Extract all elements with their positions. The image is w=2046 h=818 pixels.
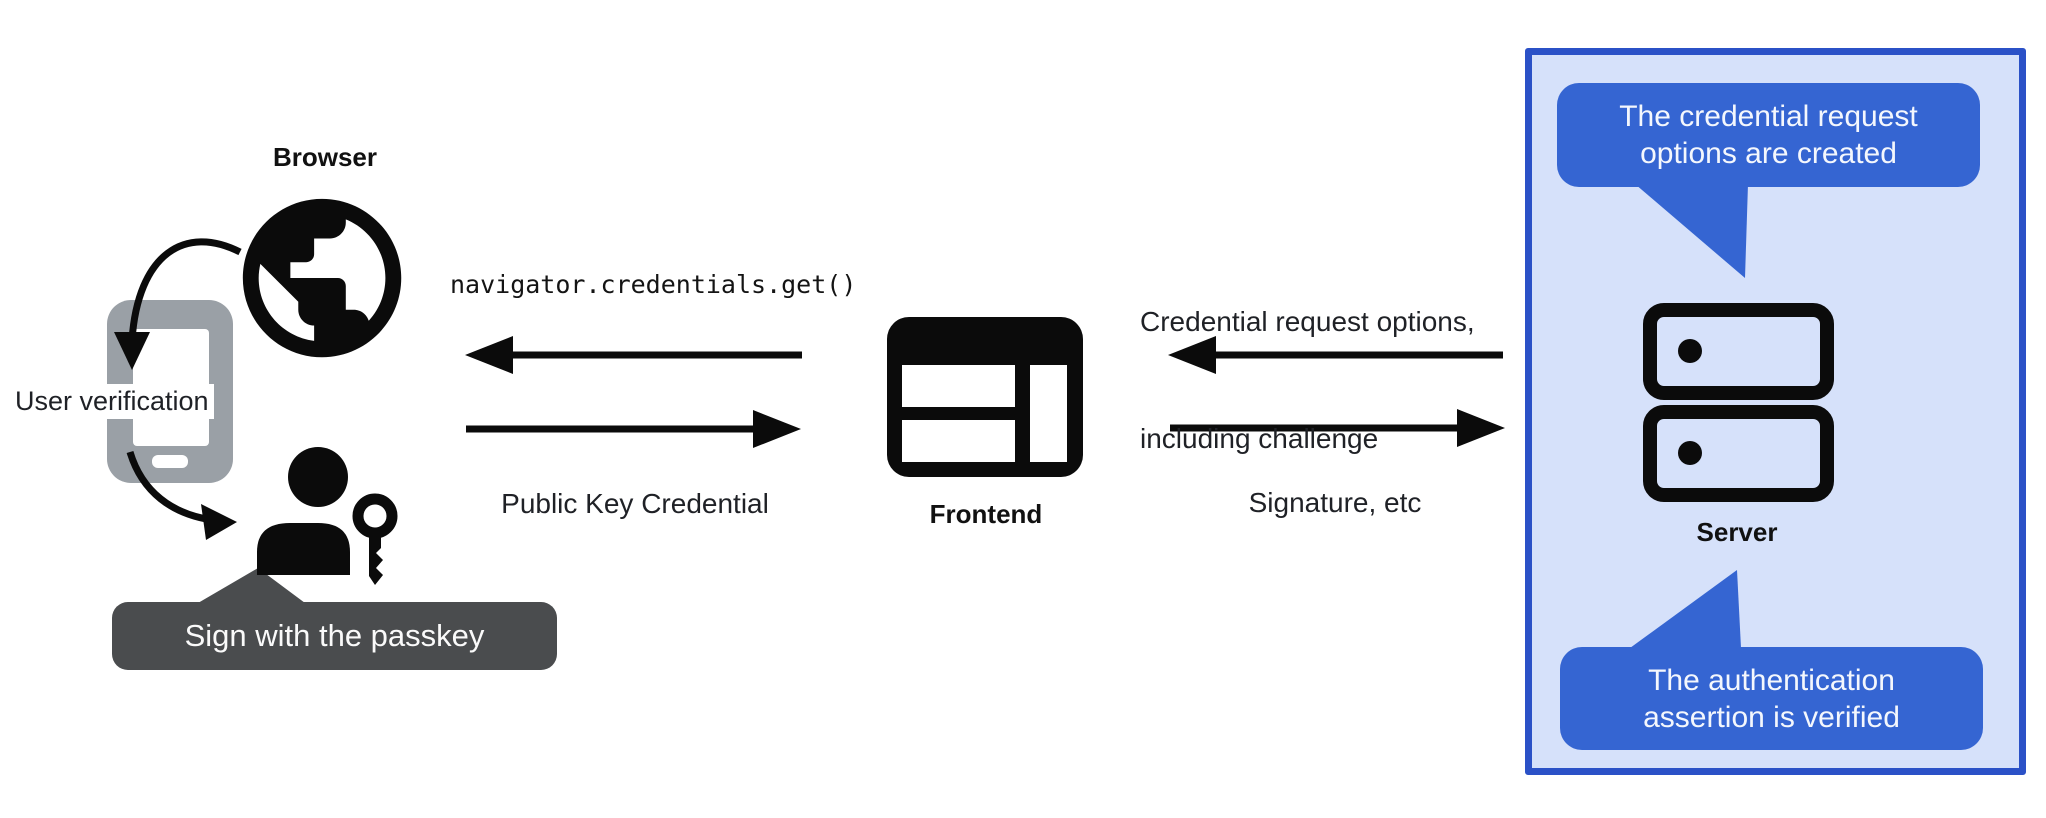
bubble-bottom-line1: The authentication [1648, 663, 1895, 697]
tooltip-pointer [198, 568, 305, 603]
arrow-server-to-frontend [1168, 336, 1503, 374]
credential-request-line1: Credential request options, [1140, 306, 1475, 337]
browser-globe-icon [242, 198, 402, 358]
server-label: Server [1696, 517, 1778, 547]
curved-arrow-phone-to-user [126, 450, 237, 540]
navigator-credentials-get-code: navigator.credentials.get() [450, 270, 857, 299]
assertion-verified-bubble: The authentication assertion is verified [1560, 647, 1983, 750]
browser-label: Browser [272, 142, 378, 172]
sign-with-passkey-tooltip: Sign with the passkey [112, 602, 557, 670]
bubble-bottom-line2: assertion is verified [1643, 700, 1900, 734]
arrow-browser-to-frontend [466, 410, 801, 448]
bubble-bottom-tail [1630, 570, 1741, 648]
public-key-credential-label: Public Key Credential [501, 488, 769, 519]
bubble-top-tail [1635, 184, 1748, 278]
credential-request-options-label: Credential request options, including ch… [1140, 224, 1475, 536]
frontend-window-icon [887, 317, 1083, 477]
bubble-top-line1: The credential request [1619, 100, 1918, 133]
credential-options-created-bubble: The credential request options are creat… [1557, 83, 1980, 187]
user-verification-label: User verification [10, 384, 214, 419]
passkey-user-icon [257, 447, 398, 585]
credential-request-line2: including challenge [1140, 423, 1379, 454]
server-icon [1643, 303, 1834, 502]
bubble-top-line2: options are created [1640, 137, 1897, 170]
signature-etc-label: Signature, etc [1248, 487, 1422, 518]
sign-with-passkey-label: Sign with the passkey [184, 618, 485, 653]
key-icon [352, 493, 398, 585]
curved-arrow-browser-to-phone [114, 238, 242, 370]
arrow-frontend-to-server [1170, 409, 1505, 447]
arrow-frontend-to-browser [465, 336, 802, 374]
frontend-label: Frontend [929, 499, 1043, 529]
